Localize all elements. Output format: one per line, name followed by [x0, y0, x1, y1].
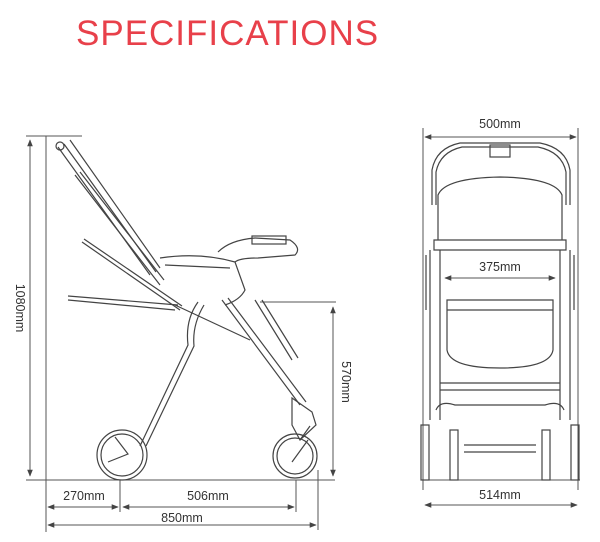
seat-width-label: 375mm — [479, 260, 521, 274]
height-total-label: 1080mm — [13, 284, 27, 333]
side-view-drawing — [26, 135, 336, 532]
length-total-label: 850mm — [161, 511, 203, 525]
wheelbase-label: 506mm — [187, 489, 229, 503]
seat-height-label: 570mm — [339, 361, 353, 403]
handle-width-label: 500mm — [479, 117, 521, 131]
rear-overhang-label: 270mm — [63, 489, 105, 503]
front-view-drawing — [420, 128, 580, 490]
page-title: SPECIFICATIONS — [76, 14, 380, 53]
wheel-track-label: 514mm — [479, 488, 521, 502]
